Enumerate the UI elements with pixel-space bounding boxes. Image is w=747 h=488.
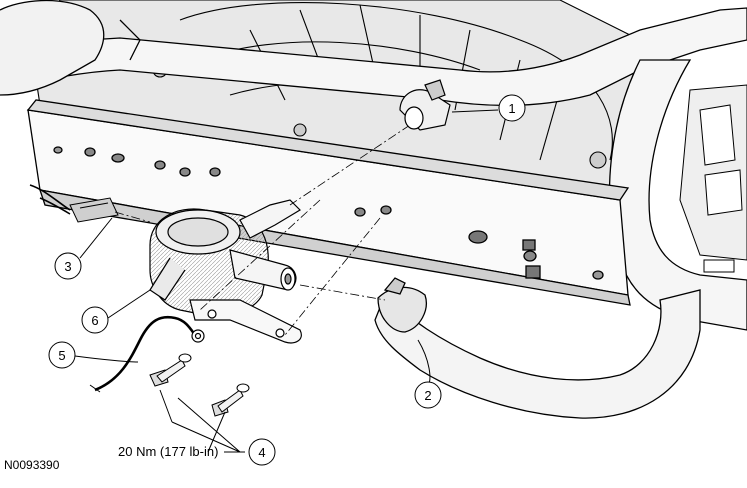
callout-1-label: 1 [508, 101, 515, 116]
lower-hose [374, 277, 701, 419]
upper-fitting [399, 79, 451, 131]
ground-wire [89, 315, 205, 393]
callout-1: 1 [498, 94, 526, 122]
pump-connector [29, 184, 119, 223]
callout-5: 5 [48, 341, 76, 369]
callout-6-label: 6 [91, 313, 98, 328]
right-components [679, 84, 747, 273]
callout-leaders [74, 109, 499, 453]
callout-4-label: 4 [258, 445, 265, 460]
callout-3: 3 [54, 252, 82, 280]
figure-id: N0093390 [4, 458, 60, 472]
assembly-centerlines [114, 124, 411, 336]
callout-4: 4 [248, 438, 276, 466]
callout-5-label: 5 [58, 348, 65, 363]
callout-6: 6 [81, 306, 109, 334]
frame-rail [26, 99, 631, 306]
callout-2-label: 2 [424, 388, 431, 403]
callout-3-label: 3 [64, 259, 71, 274]
torque-specification: 20 Nm (177 lb-in) [118, 444, 219, 459]
upper-hose [0, 0, 747, 107]
coolant-pump [149, 199, 302, 344]
mounting-bolts [149, 353, 250, 417]
callout-2: 2 [414, 381, 442, 409]
